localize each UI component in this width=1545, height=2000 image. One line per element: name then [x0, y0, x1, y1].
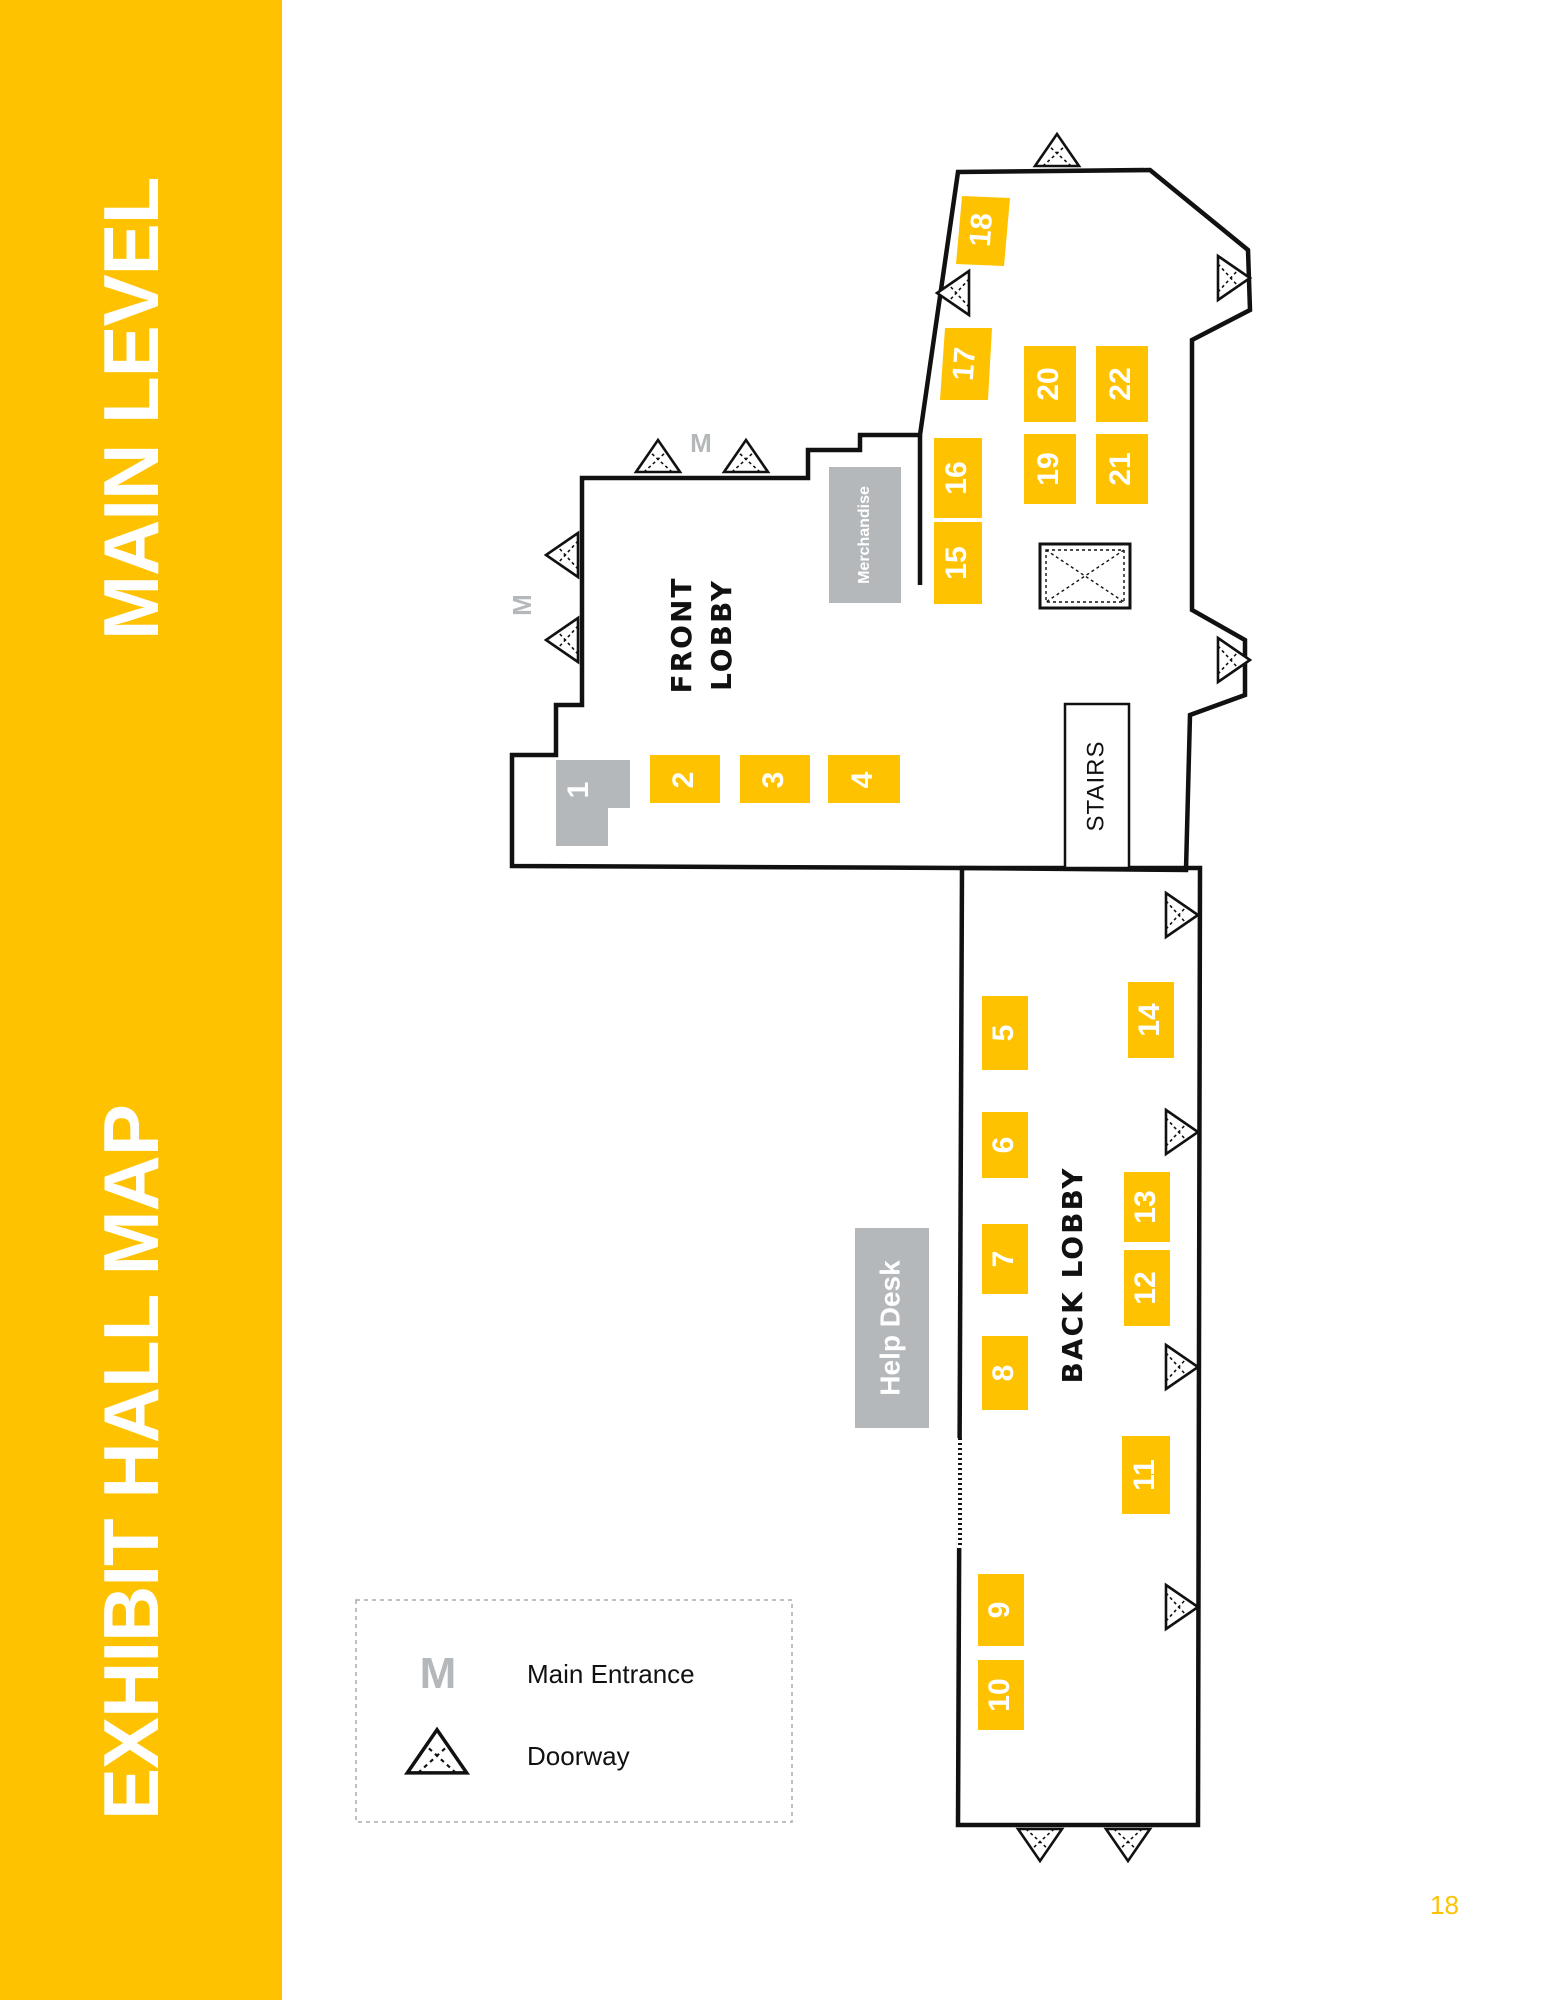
- booth-22[interactable]: [1096, 346, 1148, 422]
- stairs-block: [1063, 702, 1131, 870]
- booth-1-block: [556, 760, 630, 846]
- booth-2[interactable]: [650, 755, 720, 803]
- legend-main-entrance-label: Main Entrance: [527, 1659, 695, 1689]
- booth-18-label: 18: [964, 212, 999, 248]
- booth-1-label: 1: [562, 782, 595, 799]
- booth-19-label: 19: [1032, 452, 1065, 485]
- help-desk-label: Help Desk: [874, 1260, 905, 1396]
- booth-4-label: 4: [846, 771, 879, 788]
- booth-5[interactable]: [982, 996, 1028, 1070]
- front-lobby-wall: [509, 167, 1253, 873]
- legend-main-entrance-icon: M: [420, 1649, 457, 1698]
- booth-11[interactable]: [1122, 1436, 1170, 1514]
- booth-10[interactable]: [978, 1660, 1024, 1730]
- booth-14-label: 14: [1133, 1003, 1166, 1037]
- booth-9-label: 9: [983, 1602, 1016, 1619]
- booth-4[interactable]: [828, 755, 900, 803]
- booth-14[interactable]: [1128, 982, 1174, 1058]
- booth-21-label: 21: [1104, 452, 1137, 485]
- elevator-box: [1038, 542, 1132, 610]
- legend-box: [355, 1599, 793, 1823]
- booth-6[interactable]: [982, 1112, 1028, 1178]
- booth-12-label: 12: [1129, 1271, 1162, 1304]
- booth-16-label: 16: [940, 461, 973, 494]
- booth-10-label: 10: [983, 1678, 1016, 1711]
- stairs-label: STAIRS: [1082, 741, 1109, 832]
- legend: M Main Entrance Doorway: [355, 1599, 793, 1823]
- booth-21[interactable]: [1096, 434, 1148, 504]
- booth-19[interactable]: [1024, 434, 1076, 504]
- booths: 2 3 4 5 6 7 8 9 10 11 12 13 14 15 16 17: [650, 196, 1174, 1730]
- booth-18[interactable]: [956, 196, 1010, 266]
- sidebar: [0, 0, 282, 2000]
- booth-9[interactable]: [978, 1574, 1024, 1646]
- booth-8[interactable]: [982, 1336, 1028, 1410]
- booth-6-label: 6: [987, 1137, 1020, 1154]
- booth-11-label: 11: [1128, 1459, 1161, 1491]
- booth-13-label: 13: [1129, 1190, 1162, 1223]
- front-lobby-label: FRONT: [665, 576, 698, 693]
- booth-17[interactable]: [940, 328, 992, 400]
- page-number: 18: [1430, 1890, 1459, 1920]
- main-entrance-marker: M: [690, 428, 712, 458]
- booth-15[interactable]: [934, 522, 982, 604]
- booth-16[interactable]: [934, 438, 982, 518]
- booth-7[interactable]: [982, 1224, 1028, 1294]
- main-entrance-marker: M: [507, 594, 537, 616]
- booth-22-label: 22: [1104, 367, 1137, 400]
- booth-17-label: 17: [947, 346, 982, 382]
- booth-3[interactable]: [740, 755, 810, 803]
- booth-7-label: 7: [987, 1251, 1020, 1268]
- booth-12[interactable]: [1124, 1250, 1170, 1326]
- front-lobby-label: LOBBY: [705, 579, 738, 691]
- booth-20[interactable]: [1024, 346, 1076, 422]
- booth-3-label: 3: [757, 772, 790, 789]
- booth-20-label: 20: [1032, 367, 1065, 400]
- booth-8-label: 8: [987, 1365, 1020, 1382]
- merchandise-block: [829, 467, 901, 603]
- help-desk-block: [855, 1228, 929, 1428]
- booth-13[interactable]: [1124, 1172, 1170, 1242]
- back-lobby-label: BACK LOBBY: [1056, 1166, 1089, 1383]
- merchandise-label: Merchandise: [856, 486, 873, 584]
- booth-15-label: 15: [940, 546, 973, 579]
- booth-2-label: 2: [667, 772, 700, 789]
- legend-doorway-label: Doorway: [527, 1741, 630, 1771]
- booth-5-label: 5: [987, 1025, 1020, 1042]
